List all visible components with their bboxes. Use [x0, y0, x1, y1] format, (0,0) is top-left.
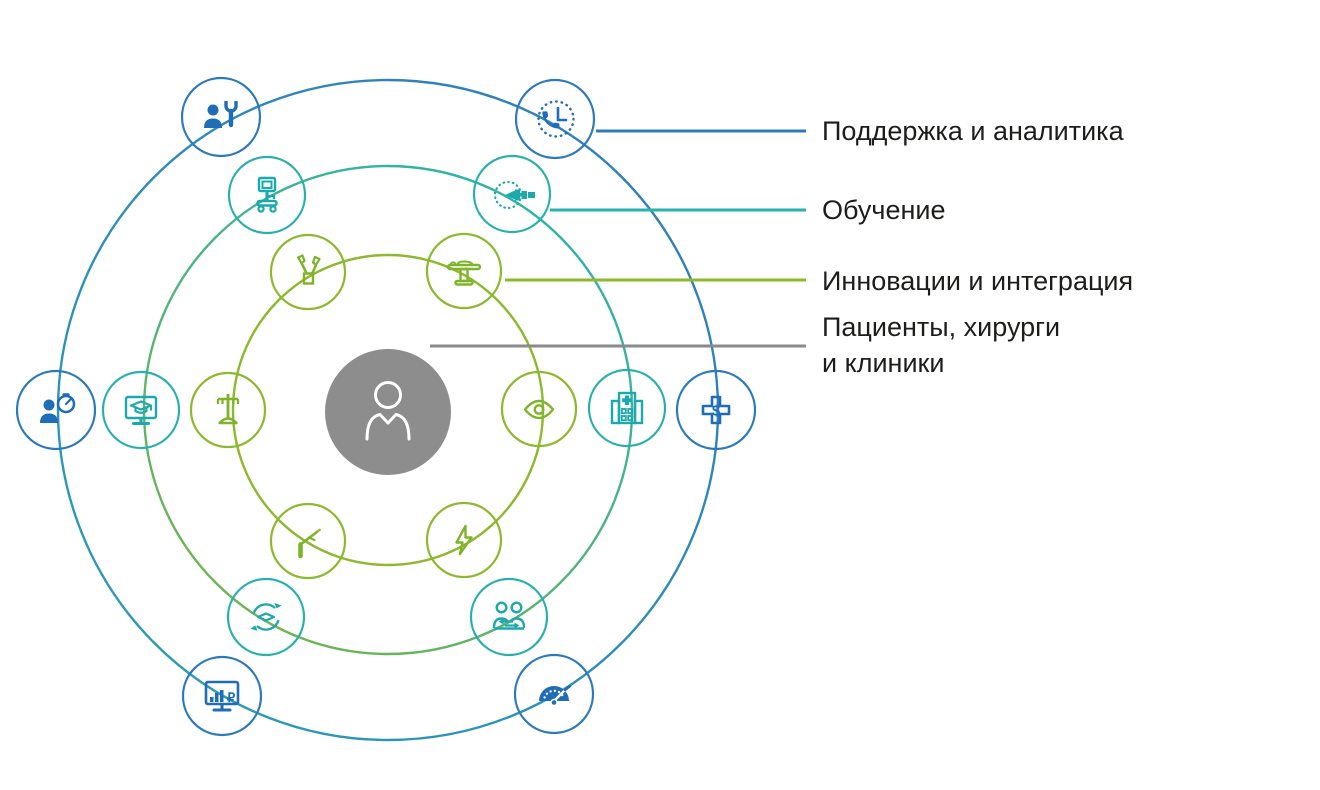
legend-label-center: Пациенты, хирурги и клиники: [822, 309, 1060, 381]
performance-gauge-icon: [539, 684, 572, 707]
operating-table-icon: [446, 260, 482, 286]
center-patients-surgeons-clinics: [325, 349, 451, 475]
continuous-learning-circle: [226, 577, 306, 657]
visualization-eye-icon: [523, 399, 555, 420]
instrument-practice-circle: [472, 154, 552, 234]
laparoscopic-instrument-icon: [298, 528, 321, 559]
e-learning-circle: [101, 370, 181, 450]
legend-label-innovation: Инновации и интеграция: [822, 266, 1134, 296]
e-learning-icon: [124, 395, 158, 425]
legend-label-center-line1: Пациенты, хирурги: [822, 312, 1061, 342]
knowledge-exchange-icon: [492, 601, 526, 630]
equipment-stand-icon: [216, 394, 240, 425]
clinic-building-circle: [587, 368, 667, 448]
energy-icon: [455, 524, 473, 556]
ring-support-analytics: [56, 78, 720, 742]
instrument-practice-icon: [493, 180, 535, 210]
service-engineer-icon: [204, 101, 238, 128]
healthcare-cost-icon: $: [701, 395, 731, 425]
visualization-eye-circle: [500, 370, 578, 448]
robotic-arms-circle: [269, 233, 347, 311]
energy-circle: [425, 501, 503, 579]
knowledge-exchange-circle: [469, 577, 549, 657]
phone-support-icon: [537, 100, 575, 138]
training-cart-circle: [227, 155, 307, 235]
svg-text:$: $: [712, 403, 721, 420]
equipment-stand-circle: [189, 371, 267, 449]
legend-label-support: Поддержка и аналитика: [822, 116, 1124, 146]
rapid-response-circle: [15, 369, 97, 451]
person-icon: [365, 381, 411, 441]
operating-table-circle: [425, 232, 503, 310]
rapid-response-icon: [40, 393, 76, 423]
continuous-learning-icon: [250, 603, 282, 631]
analytics-monitor-circle: [181, 655, 263, 737]
robotic-arms-icon: [296, 254, 321, 285]
svg-text:₽: ₽: [227, 690, 236, 705]
legend-label-center-line2: и клиники: [822, 348, 945, 378]
healthcare-cost-circle: [675, 369, 757, 451]
clinic-building-icon: [610, 391, 644, 425]
analytics-monitor-icon: ₽: [204, 680, 240, 712]
training-cart-icon: [256, 176, 278, 213]
phone-support-circle: [514, 78, 596, 160]
performance-gauge-circle: [513, 653, 595, 735]
service-engineer-circle: [180, 76, 262, 158]
laparoscopic-instrument-circle: [269, 502, 347, 580]
legend-label-training: Обучение: [822, 195, 946, 225]
